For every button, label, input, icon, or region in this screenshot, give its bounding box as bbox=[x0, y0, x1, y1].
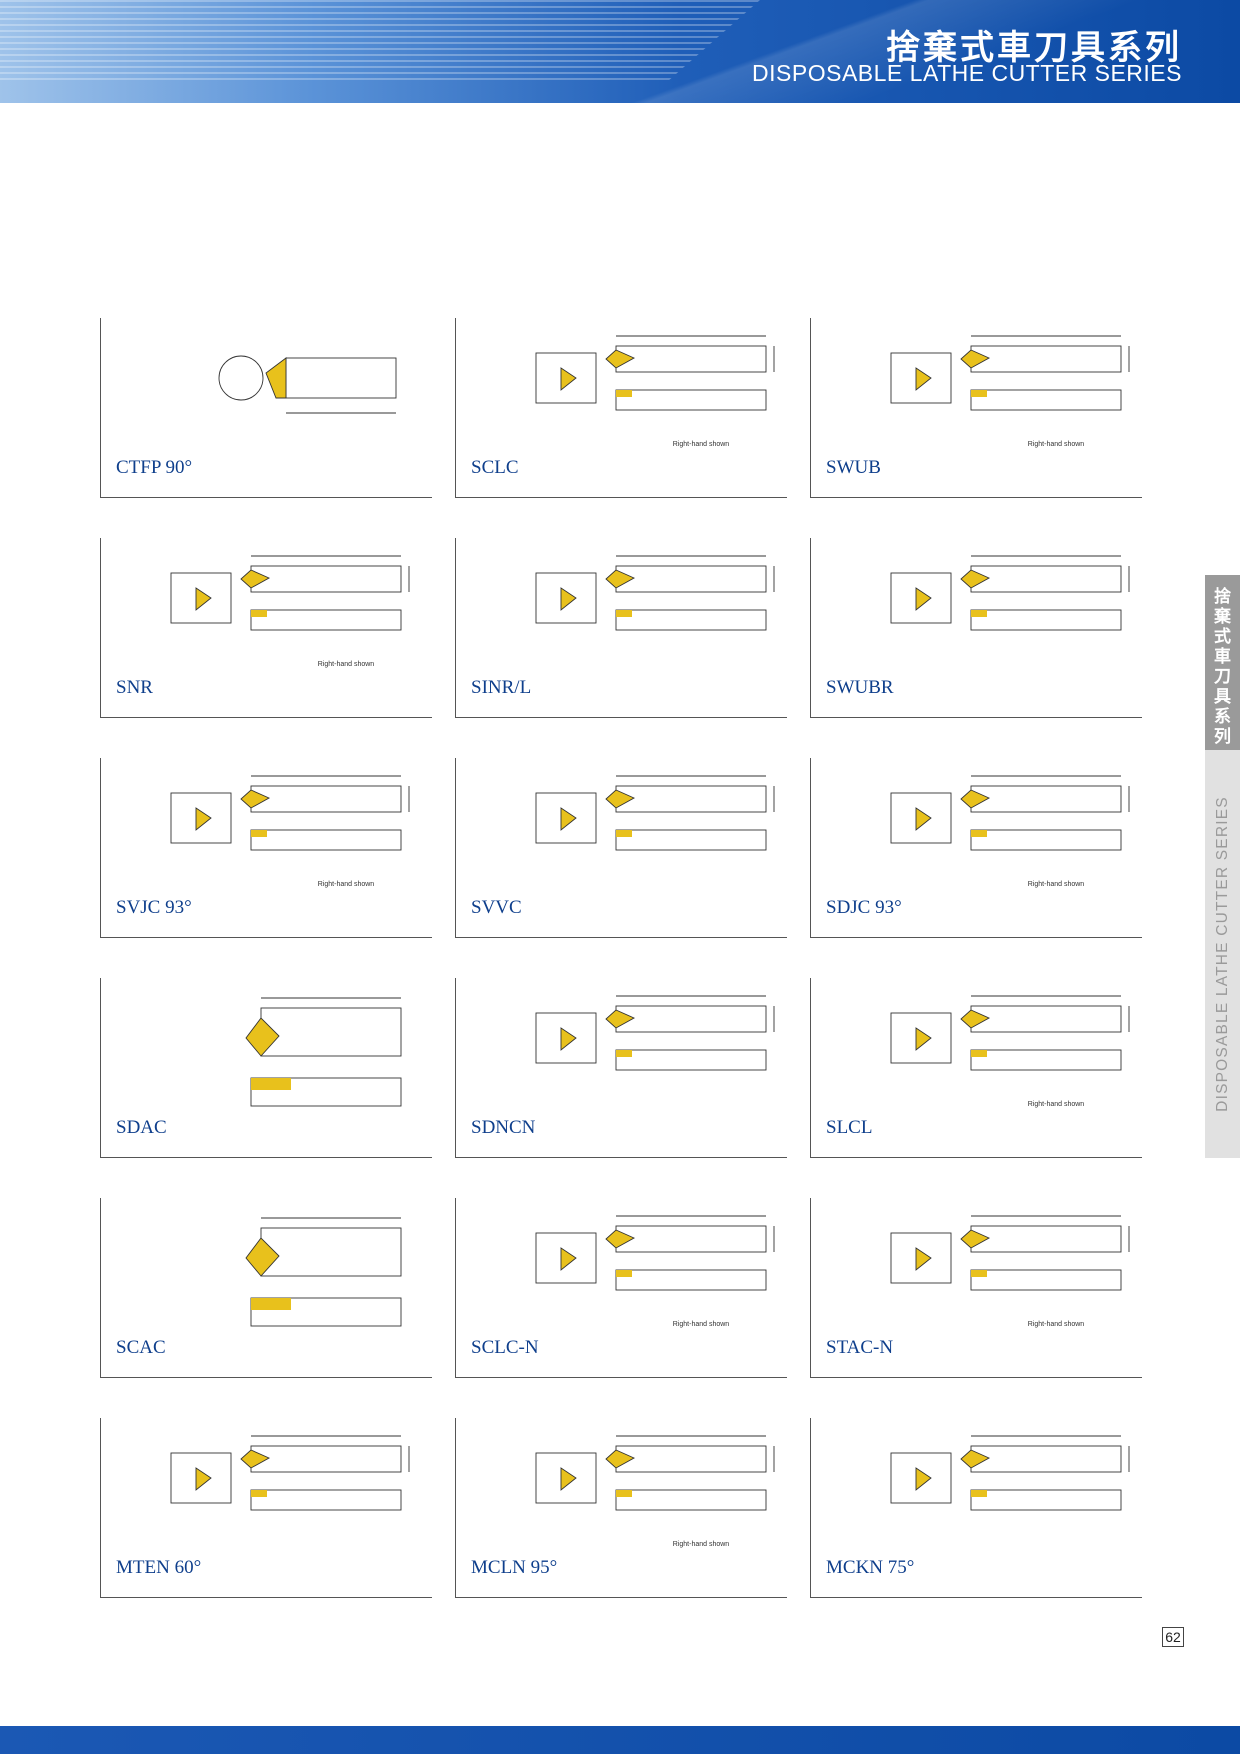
tool-schematic: Right-hand shown bbox=[890, 995, 1130, 1108]
side-tab-char: 捨 bbox=[1214, 587, 1231, 607]
product-cell: SVVC bbox=[455, 758, 787, 938]
product-name: SDAC bbox=[116, 1117, 167, 1138]
side-tab-char: 刀 bbox=[1214, 667, 1231, 687]
hand-note: Right-hand shown bbox=[1028, 881, 1085, 888]
tool-schematic: Right-hand shown bbox=[170, 555, 410, 668]
hand-note: Right-hand shown bbox=[1028, 1321, 1085, 1328]
side-tab-char: 棄 bbox=[1214, 607, 1231, 627]
product-cell: CTFP 90° bbox=[100, 318, 432, 498]
tool-schematic: Right-hand shown bbox=[535, 335, 775, 448]
product-cell: SDNCN bbox=[455, 978, 787, 1158]
header-title-en: DISPOSABLE LATHE CUTTER SERIES bbox=[752, 60, 1182, 86]
side-tab-title-zh: 捨棄式車刀具系列 bbox=[1205, 575, 1240, 750]
tool-schematic: Right-hand shown bbox=[890, 335, 1130, 448]
hand-note: Right-hand shown bbox=[1028, 441, 1085, 448]
product-name: CTFP 90° bbox=[116, 457, 193, 478]
tool-schematic bbox=[890, 555, 1130, 631]
tool-schematic: Right-hand shown bbox=[535, 1215, 775, 1328]
hand-note: Right-hand shown bbox=[318, 881, 375, 888]
hand-note: Right-hand shown bbox=[673, 1321, 730, 1328]
product-name: SWUB bbox=[826, 457, 881, 478]
header-stripes bbox=[0, 0, 760, 81]
side-tab-char: 具 bbox=[1214, 687, 1231, 707]
product-name: SWUBR bbox=[826, 677, 894, 698]
product-cell: MCKN 75° bbox=[810, 1418, 1142, 1598]
product-cell: SWUBR bbox=[810, 538, 1142, 718]
product-name: SCLC-N bbox=[471, 1337, 539, 1358]
side-tab-title-en: DISPOSABLE LATHE CUTTER SERIES bbox=[1213, 796, 1231, 1112]
tool-schematic: Right-hand shown bbox=[535, 1435, 775, 1548]
tool-schematic bbox=[890, 1435, 1130, 1511]
product-name: SVVC bbox=[471, 897, 522, 918]
product-name: STAC-N bbox=[826, 1337, 894, 1358]
side-tab-en-area: DISPOSABLE LATHE CUTTER SERIES bbox=[1205, 750, 1240, 1158]
product-name: SNR bbox=[116, 677, 153, 698]
product-name: SCAC bbox=[116, 1337, 166, 1358]
product-cell: SDAC bbox=[100, 978, 432, 1158]
tool-schematic bbox=[218, 355, 397, 414]
hand-note: Right-hand shown bbox=[1028, 1101, 1085, 1108]
side-tab: 捨棄式車刀具系列 DISPOSABLE LATHE CUTTER SERIES bbox=[1205, 575, 1240, 1158]
header-title-zh: 捨棄式車刀具系列 bbox=[886, 28, 1182, 68]
tool-schematic bbox=[170, 1435, 410, 1511]
side-tab-char: 式 bbox=[1214, 627, 1231, 647]
side-tab-char: 列 bbox=[1214, 727, 1231, 747]
product-name: SINR/L bbox=[471, 677, 532, 698]
header-sheen bbox=[0, 0, 1240, 103]
tool-schematic bbox=[245, 997, 402, 1107]
tool-schematic: Right-hand shown bbox=[890, 1215, 1130, 1328]
product-name: SCLC bbox=[471, 457, 519, 478]
product-name: SLCL bbox=[826, 1117, 873, 1138]
footer-band bbox=[0, 1726, 1240, 1754]
product-name: SDJC 93° bbox=[826, 897, 902, 918]
tool-schematic bbox=[535, 775, 775, 851]
product-name: SDNCN bbox=[471, 1117, 536, 1138]
hand-note: Right-hand shown bbox=[318, 661, 375, 668]
product-name: MCLN 95° bbox=[471, 1557, 558, 1578]
product-name: MCKN 75° bbox=[826, 1557, 915, 1578]
tool-schematic bbox=[245, 1217, 402, 1327]
header-band: 捨棄式車刀具系列 DISPOSABLE LATHE CUTTER SERIES bbox=[0, 0, 1240, 103]
tool-schematic: Right-hand shown bbox=[890, 775, 1130, 888]
tool-schematic bbox=[535, 995, 775, 1071]
hand-note: Right-hand shown bbox=[673, 1541, 730, 1548]
product-cell: MTEN 60° bbox=[100, 1418, 432, 1598]
tool-schematic: Right-hand shown bbox=[170, 775, 410, 888]
product-name: SVJC 93° bbox=[116, 897, 192, 918]
product-cell: SCAC bbox=[100, 1198, 432, 1378]
page-number: 62 bbox=[1162, 1627, 1184, 1647]
product-name: MTEN 60° bbox=[116, 1557, 202, 1578]
product-cell: SINR/L bbox=[455, 538, 787, 718]
side-tab-char: 車 bbox=[1214, 647, 1231, 667]
hand-note: Right-hand shown bbox=[673, 441, 730, 448]
tool-schematic bbox=[535, 555, 775, 631]
side-tab-char: 系 bbox=[1214, 707, 1231, 727]
